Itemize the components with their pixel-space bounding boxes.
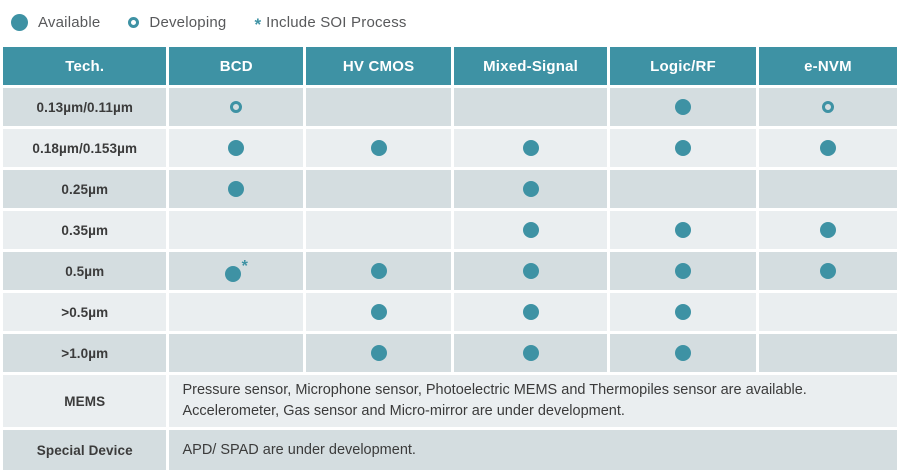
available-dot-icon [675,139,691,156]
status-cell [454,170,608,208]
status-cell: * [169,252,304,290]
developing-ring-icon [128,16,140,28]
developing-ring-icon [230,100,243,113]
soi-asterisk-icon: * [241,258,248,275]
header-mixed-signal: Mixed-Signal [454,47,608,85]
tech-table: Tech. BCD HV CMOS Mixed-Signal Logic/RF … [0,44,900,473]
developing-ring-icon [821,100,834,113]
status-cell [454,88,608,126]
status-cell [610,211,756,249]
row-label: >1.0µm [3,334,167,372]
available-dot-icon [370,262,387,279]
table-row: 0.18µm/0.153µm [3,129,897,167]
status-cell [454,293,608,331]
row-label: MEMS [3,375,167,427]
row-label: 0.18µm/0.153µm [3,129,167,167]
row-label: Special Device [3,430,167,470]
status-cell [758,211,897,249]
row-label: 0.35µm [3,211,167,249]
available-dot-icon [522,139,539,156]
status-cell [169,170,304,208]
header-e-nvm: e-NVM [758,47,897,85]
status-cell [169,334,304,372]
table-row: >1.0µm [3,334,897,372]
table-row: 0.25µm [3,170,897,208]
table-row: 0.5µm * [3,252,897,290]
available-dot-icon [522,221,539,238]
legend-available-label: Available [38,13,101,31]
status-cell [454,129,608,167]
header-bcd: BCD [169,47,304,85]
description-line: APD/ SPAD are under development. [182,441,416,458]
available-dot-icon [675,344,691,361]
status-cell [454,211,608,249]
available-dot-icon [228,139,245,156]
available-dot-icon [522,344,539,361]
header-row: Tech. BCD HV CMOS Mixed-Signal Logic/RF … [3,47,897,85]
status-cell [306,170,452,208]
available-dot-icon [522,303,539,320]
row-label: 0.5µm [3,252,167,290]
available-dot-icon [522,262,539,279]
legend-developing-label: Developing [149,13,227,31]
status-cell [758,170,897,208]
status-cell [306,211,452,249]
status-cell [610,252,756,290]
available-dot-icon [819,139,836,156]
header-logic-rf: Logic/RF [610,47,756,85]
available-dot-icon [819,221,836,238]
status-cell [610,293,756,331]
available-dot-icon [819,262,836,279]
legend-soi-label: Include SOI Process [266,13,407,31]
table-row: 0.35µm [3,211,897,249]
status-cell [610,129,756,167]
available-dot-icon [11,13,28,31]
header-tech: Tech. [3,47,167,85]
available-dot-icon [522,180,539,197]
available-dot-icon [370,303,387,320]
description-cell: APD/ SPAD are under development. [169,430,897,470]
available-dot-icon [675,221,691,238]
row-label: 0.13µm/0.11µm [3,88,167,126]
row-label: >0.5µm [3,293,167,331]
status-cell [610,334,756,372]
description-line: Pressure sensor, Microphone sensor, Phot… [182,382,807,399]
available-dot-icon [224,265,241,282]
description-cell: Pressure sensor, Microphone sensor, Phot… [169,375,897,427]
description-line: Accelerometer, Gas sensor and Micro-mirr… [182,403,625,419]
table-row: MEMS Pressure sensor, Microphone sensor, … [3,375,897,427]
status-cell [610,170,756,208]
status-cell [758,129,897,167]
table-row: >0.5µm [3,293,897,331]
available-dot-icon [370,344,387,361]
status-cell [454,252,608,290]
status-cell [454,334,608,372]
status-cell [758,293,897,331]
header-hv-cmos: HV CMOS [306,47,452,85]
available-dot-icon [675,262,691,279]
status-cell [306,252,452,290]
table-row: 0.13µm/0.11µm [3,88,897,126]
status-cell [306,88,452,126]
legend: Available Developing * Include SOI Proce… [0,0,900,44]
status-cell [758,88,897,126]
status-cell [169,211,304,249]
status-cell [169,129,304,167]
status-cell [306,129,452,167]
status-cell [169,88,304,126]
available-dot-icon [370,139,387,156]
status-cell [758,252,897,290]
status-cell [610,88,756,126]
status-cell [758,334,897,372]
status-cell [169,293,304,331]
available-dot-icon [675,98,691,115]
row-label: 0.25µm [3,170,167,208]
available-dot-icon [675,303,691,320]
soi-asterisk-icon: * [254,14,262,34]
table-row: Special Device APD/ SPAD are under develo… [3,430,897,470]
available-dot-icon [228,180,245,197]
status-cell [306,293,452,331]
status-cell [306,334,452,372]
